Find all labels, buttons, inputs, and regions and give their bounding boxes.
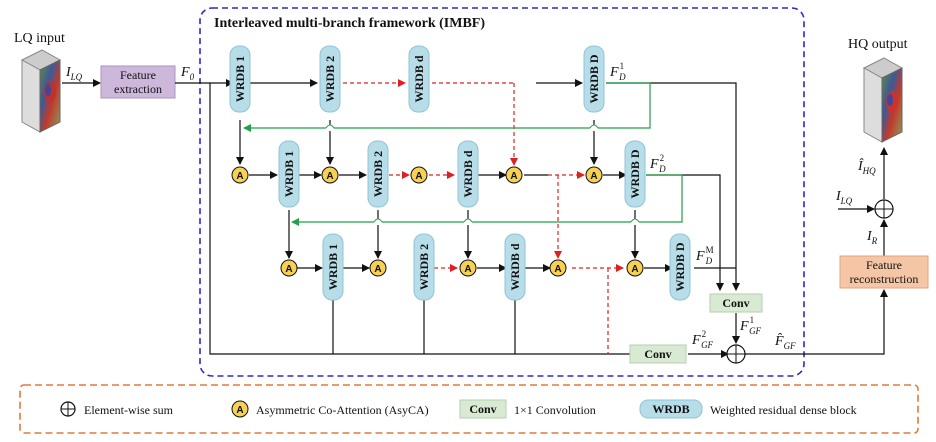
attention-label: A bbox=[631, 264, 638, 275]
legend-wrdb-desc: Weighted residual dense block bbox=[710, 403, 857, 417]
wrdb-label: WRDB d bbox=[508, 243, 522, 290]
feature-reconstruction-label-1: Feature bbox=[866, 258, 902, 272]
wrdb-block-r3-2: WRDB 2 bbox=[413, 233, 435, 301]
wrdb-block-r2-4: WRDB D bbox=[624, 140, 646, 208]
red-dashed-wires bbox=[343, 79, 624, 354]
feature-reconstruction-block bbox=[839, 255, 929, 289]
attention-node: A bbox=[549, 259, 567, 277]
attention-label: A bbox=[326, 171, 333, 182]
attention-node: A bbox=[459, 259, 477, 277]
green-feedback-wires bbox=[243, 82, 683, 226]
legend-conv-icon bbox=[459, 399, 507, 419]
lq-image bbox=[20, 49, 62, 133]
legend-attention-icon: A bbox=[231, 400, 249, 418]
legend-conv-label: Conv bbox=[469, 402, 496, 416]
math-ir: IR bbox=[866, 229, 878, 246]
hq-image bbox=[862, 57, 904, 143]
math-f0: F0 bbox=[180, 65, 195, 82]
wrdb-label: WRDB 1 bbox=[282, 151, 296, 197]
sum-node-right bbox=[874, 199, 894, 219]
attention-node: A bbox=[369, 259, 387, 277]
math-fgf-hat: F̂GF bbox=[774, 333, 796, 351]
imbf-title: Interleaved multi-branch framework (IMBF… bbox=[214, 16, 485, 31]
conv-block-top bbox=[709, 293, 763, 313]
legend-box bbox=[19, 384, 919, 434]
attention-label: A bbox=[236, 171, 243, 182]
attention-label: A bbox=[415, 171, 422, 182]
legend-sum-label: Element-wise sum bbox=[84, 403, 174, 417]
legend-asyca-label: Asymmetric Co-Attention (AsyCA) bbox=[256, 403, 429, 417]
feature-reconstruction-label-2: reconstruction bbox=[850, 272, 919, 286]
feature-extraction-label-2: extraction bbox=[114, 82, 162, 96]
feature-extraction-label-1: Feature bbox=[120, 68, 156, 82]
wrdb-label: WRDB D bbox=[673, 242, 687, 291]
attention-label: A bbox=[464, 264, 471, 275]
feature-extraction-block bbox=[100, 65, 176, 99]
imbf-container bbox=[199, 7, 805, 377]
wrdb-label: WRDB 2 bbox=[371, 151, 385, 197]
attention-label: A bbox=[510, 171, 517, 182]
wrdb-layer: WRDB 1 WRDB 2 WRDB d WRDB D WRDB 1 WRDB 2 WRDB… bbox=[229, 45, 691, 301]
wrdb-block-r2-1: WRDB 1 bbox=[278, 140, 300, 208]
wrdb-label: WRDB D bbox=[628, 149, 642, 198]
math-ihq-hat: ÎHQ bbox=[857, 157, 876, 176]
wrdb-block-r3-3: WRDB d bbox=[504, 233, 526, 301]
hq-output-label: HQ output bbox=[848, 37, 908, 52]
conv-label-top: Conv bbox=[722, 296, 749, 310]
legend-wrdb-icon bbox=[639, 399, 703, 419]
green-tick-marks bbox=[325, 124, 640, 225]
sum-node-bottom bbox=[726, 344, 746, 364]
attention-node: A bbox=[585, 166, 603, 184]
attention-node: A bbox=[321, 166, 339, 184]
wrdb-block-r1-2: WRDB 2 bbox=[319, 45, 341, 113]
lq-input-label: LQ input bbox=[14, 31, 65, 46]
legend-conv-desc: 1×1 Convolution bbox=[514, 403, 596, 417]
attention-node: A bbox=[505, 166, 523, 184]
attention-label: A bbox=[285, 264, 292, 275]
conv-block-bottom bbox=[629, 344, 687, 364]
attention-node: A bbox=[280, 259, 298, 277]
wrdb-label: WRDB d bbox=[461, 150, 475, 197]
attention-label: A bbox=[374, 264, 381, 275]
attention-label: A bbox=[590, 171, 597, 182]
conv-label-bottom: Conv bbox=[644, 347, 671, 361]
math-ilq-right: ILQ bbox=[835, 189, 853, 206]
wrdb-label: WRDB d bbox=[412, 55, 426, 102]
svg-text:A: A bbox=[236, 405, 243, 416]
wrdb-block-r1-4: WRDB D bbox=[583, 45, 605, 113]
wrdb-block-r2-3: WRDB d bbox=[457, 140, 479, 208]
main-wires bbox=[175, 79, 888, 358]
legend-wrdb-label: WRDB bbox=[652, 402, 689, 416]
wrdb-label: WRDB 1 bbox=[326, 244, 340, 290]
wrdb-label: WRDB 1 bbox=[233, 56, 247, 102]
wrdb-block-r1-3: WRDB d bbox=[408, 45, 430, 113]
wrdb-label: WRDB 2 bbox=[417, 244, 431, 290]
attention-label: A bbox=[554, 264, 561, 275]
wrdb-block-r3-1: WRDB 1 bbox=[322, 233, 344, 301]
attention-node: A bbox=[410, 166, 428, 184]
attention-layer: A A A A A A A A A A bbox=[231, 166, 644, 277]
wrdb-label: WRDB D bbox=[587, 54, 601, 103]
wrdb-label: WRDB 2 bbox=[323, 56, 337, 102]
math-i-lq: ILQ bbox=[65, 65, 83, 82]
attention-node: A bbox=[626, 259, 644, 277]
legend-sum-icon bbox=[60, 401, 76, 417]
wrdb-block-r1-1: WRDB 1 bbox=[229, 45, 251, 113]
wrdb-block-r3-4: WRDB D bbox=[669, 233, 691, 301]
attention-node: A bbox=[231, 166, 249, 184]
wrdb-block-r2-2: WRDB 2 bbox=[367, 140, 389, 208]
